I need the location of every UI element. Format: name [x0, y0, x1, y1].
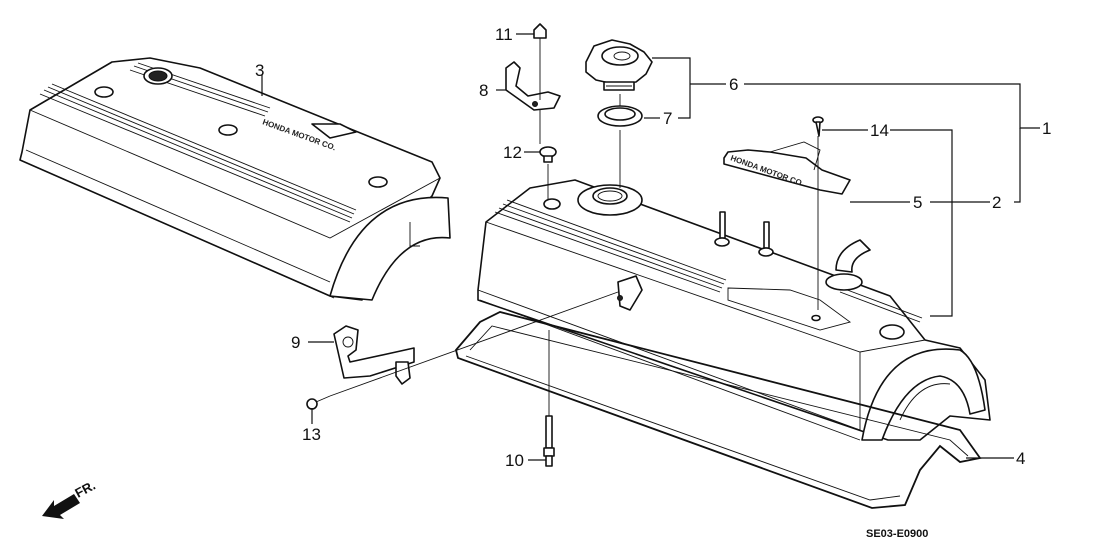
callout-7: 7 — [663, 109, 672, 128]
callout-10: 10 — [505, 451, 524, 470]
part-sealing-washer — [539, 146, 557, 163]
callout-11: 11 — [495, 25, 513, 44]
part-cap-gasket — [597, 105, 643, 127]
front-arrow-icon — [42, 494, 80, 519]
callout-1: 1 — [1042, 119, 1051, 138]
callout-leaders — [261, 33, 1040, 461]
callout-2: 2 — [992, 193, 1001, 212]
part-stud-bolt — [543, 415, 555, 467]
part-cable-bracket — [333, 325, 415, 385]
callout-13: 13 — [302, 425, 321, 444]
callout-3: 3 — [255, 61, 264, 80]
leader-bolt-to-hook — [329, 291, 619, 397]
part-cap-nut — [533, 23, 547, 39]
callout-14: 14 — [870, 121, 889, 140]
part-screw — [812, 116, 824, 137]
front-label: FR. — [72, 478, 98, 501]
callout-4: 4 — [1016, 449, 1025, 468]
callout-5: 5 — [913, 193, 922, 212]
front-direction-indicator: FR. — [42, 478, 98, 519]
part-valve-cover-main — [477, 179, 991, 441]
callout-9: 9 — [291, 333, 300, 352]
part-valve-cover-left: HONDA MOTOR CO. — [19, 57, 451, 301]
part-clamp-bracket — [505, 61, 561, 111]
part-emblem-plate: HONDA MOTOR CO — [723, 141, 851, 195]
diagram-code: SE03-E0900 — [866, 528, 928, 540]
callout-6: 6 — [729, 75, 738, 94]
part-oil-filler-cap — [585, 39, 653, 91]
callout-12: 12 — [503, 143, 522, 162]
part-bolt — [306, 395, 331, 410]
part-gasket — [455, 311, 982, 509]
callout-8: 8 — [479, 81, 488, 100]
